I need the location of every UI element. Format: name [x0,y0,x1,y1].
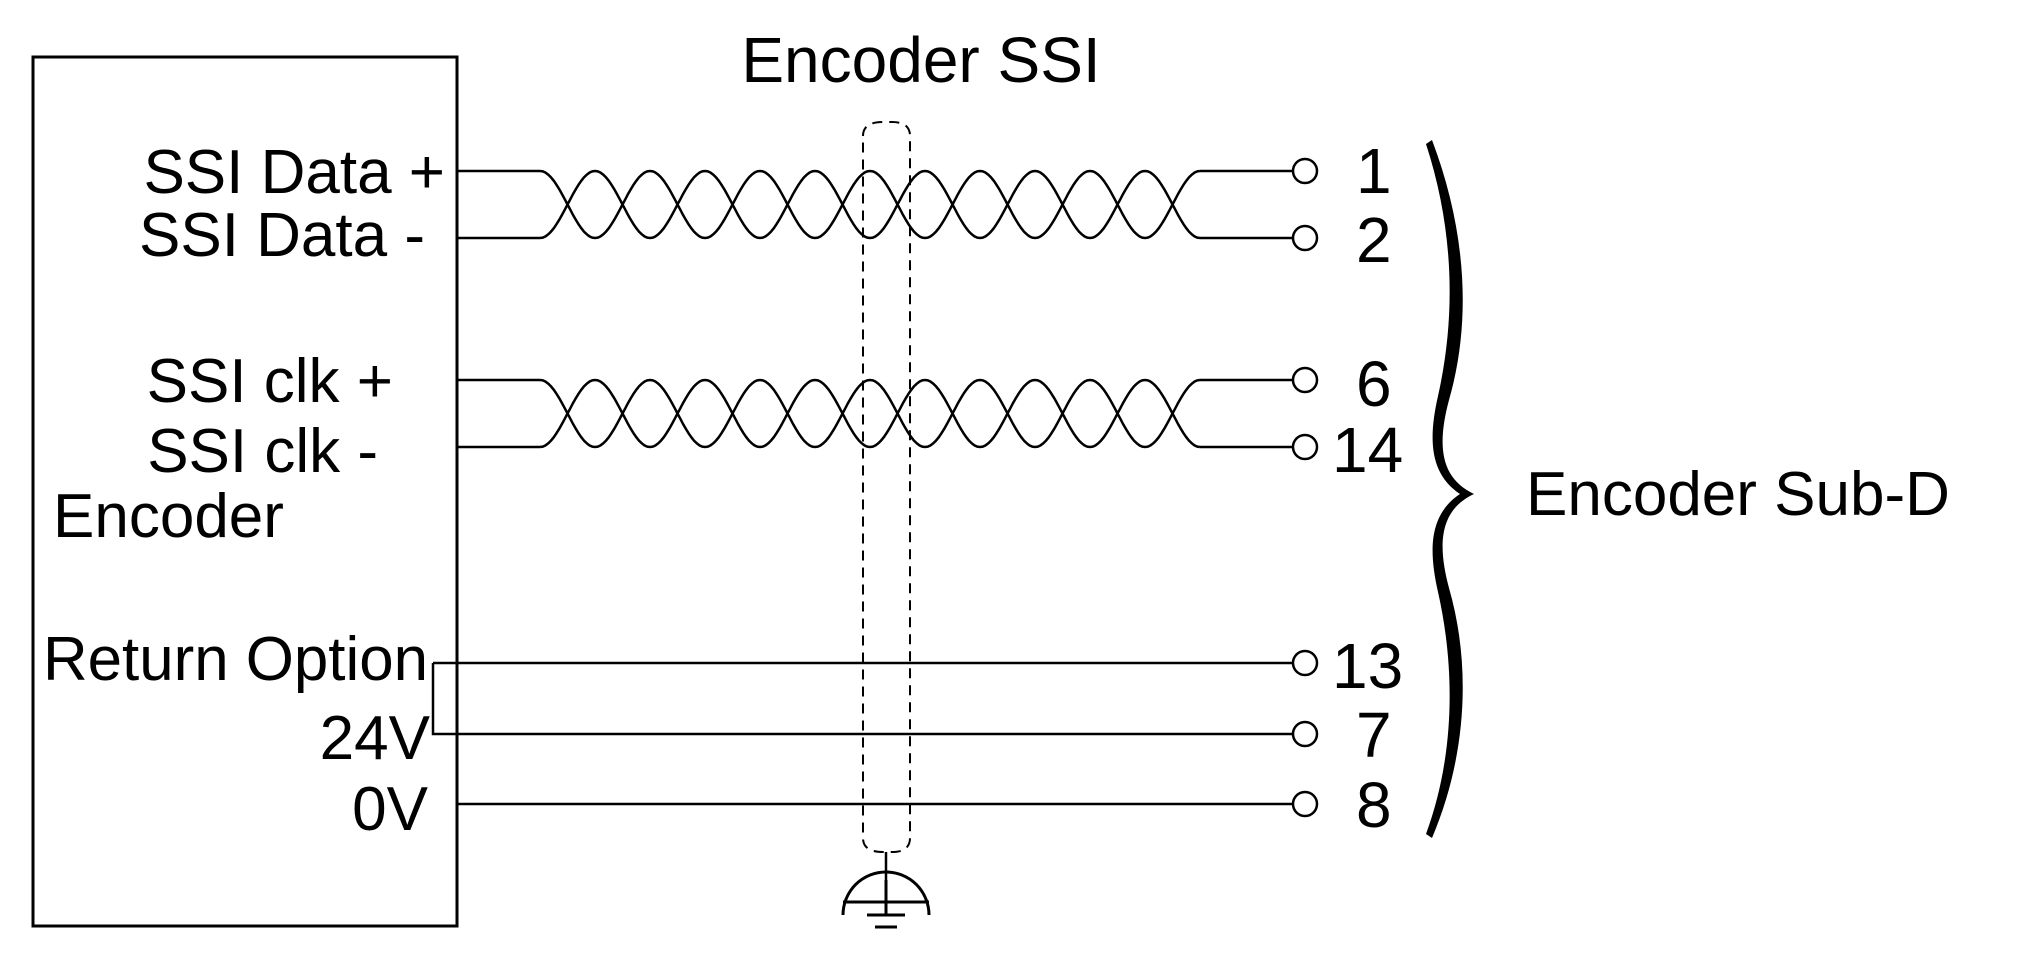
pin-1: 1 [1356,135,1392,207]
terminal-circle-icon [1291,224,1319,252]
pin-6: 6 [1356,348,1392,420]
twist-strand-a [539,169,1201,240]
pin-2: 2 [1356,204,1392,276]
twist-strand-b [539,378,1201,449]
pin-14: 14 [1332,414,1403,486]
return-option-jumper [431,663,457,736]
terminal-circle-icon [1291,157,1319,185]
label-ssi-clk-plus: SSI clk + [147,347,393,416]
label-ssi-data-minus: SSI Data - [139,201,425,270]
label-device-name: Encoder [53,482,284,551]
pin-7: 7 [1356,699,1392,771]
twisted-pair-data [457,169,1293,240]
twist-strand-a [539,378,1201,449]
cable-shield [862,121,911,853]
label-24v: 24V [320,704,431,773]
pin-13: 13 [1332,630,1403,702]
label-ssi-clk-minus: SSI clk - [147,417,378,486]
connector-name: Encoder Sub-D [1526,460,1950,529]
terminal-circle-icon [1291,433,1319,461]
ground-icon [841,870,931,929]
terminal-circle-icon [1291,720,1319,748]
encoder-device-box [31,55,459,928]
label-return-option: Return Option [43,625,428,694]
twisted-pair-clk [457,378,1293,449]
terminal-circle-icon [1291,366,1319,394]
terminal-circle-icon [1291,790,1319,818]
twist-strand-b [539,169,1201,240]
pin-8: 8 [1356,769,1392,841]
label-0v: 0V [352,775,428,844]
curly-brace-icon [1426,140,1474,838]
diagram-title: Encoder SSI [741,24,1100,96]
terminal-circle-icon [1291,649,1319,677]
label-ssi-data-plus: SSI Data + [143,138,445,207]
